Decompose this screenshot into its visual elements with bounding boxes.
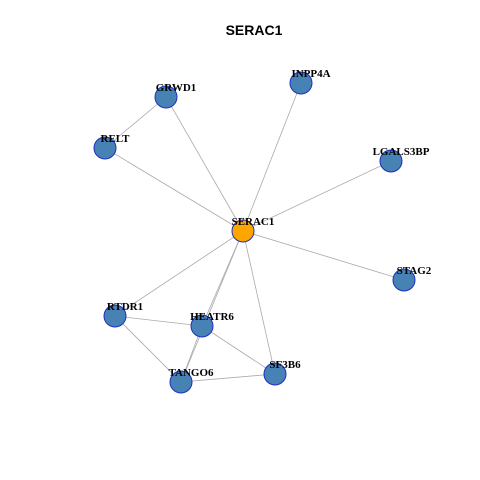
node-circle-serac1 — [231, 219, 255, 243]
node-circle-stag2 — [392, 268, 416, 292]
edge-rtdr1-heatr6 — [114, 315, 203, 327]
edge-serac1-relt — [104, 147, 244, 232]
edge-layer — [104, 82, 405, 383]
node-layer: SERAC1 GRWD1 INPP4A RELT LGALS3BP STAG2RTDR1H… — [93, 68, 432, 394]
node-lgals3bp: LGALS3BP — [373, 146, 430, 173]
node-circle-sf3b6 — [263, 362, 287, 386]
node-rtdr1: RTDR1 — [103, 301, 143, 328]
node-label-serac1: SERAC1 — [232, 216, 275, 228]
node-label-sf3b6: SF3B6 — [269, 359, 301, 371]
node-label-tango6: TANGO6 — [168, 367, 214, 379]
edge-heatr6-sf3b6 — [201, 325, 276, 375]
node-sf3b6: SF3B6 — [263, 359, 301, 386]
node-label-relt: RELT — [101, 133, 131, 145]
edge-serac1-lgals3bp — [242, 160, 392, 232]
node-inpp4a: INPP4A — [289, 68, 331, 95]
node-label-grwd1: GRWD1 — [156, 82, 197, 94]
node-circle-inpp4a — [289, 71, 313, 95]
edge-serac1-grwd1 — [165, 96, 244, 232]
edge-serac1-inpp4a — [242, 82, 302, 232]
node-circle-grwd1 — [154, 85, 178, 109]
node-circle-relt — [93, 136, 117, 160]
node-serac1: SERAC1 — [231, 216, 275, 243]
node-stag2: STAG2 — [392, 265, 432, 292]
edge-tango6-sf3b6 — [180, 373, 276, 383]
node-circle-tango6 — [169, 370, 193, 394]
edge-serac1-rtdr1 — [114, 230, 244, 317]
node-label-inpp4a: INPP4A — [291, 68, 330, 80]
node-circle-lgals3bp — [379, 149, 403, 173]
node-grwd1: GRWD1 — [154, 82, 197, 109]
node-relt: RELT — [93, 133, 131, 160]
graph-title: SERAC1 — [226, 22, 283, 38]
node-heatr6: HEATR6 — [190, 311, 234, 338]
node-label-lgals3bp: LGALS3BP — [373, 146, 430, 158]
node-label-heatr6: HEATR6 — [190, 311, 234, 323]
edge-serac1-tango6 — [180, 230, 244, 383]
node-label-stag2: STAG2 — [397, 265, 432, 277]
edge-serac1-stag2 — [242, 230, 405, 281]
edge-grwd1-relt — [104, 96, 167, 149]
node-circle-rtdr1 — [103, 304, 127, 328]
node-label-rtdr1: RTDR1 — [107, 301, 143, 313]
edge-serac1-sf3b6 — [242, 230, 276, 375]
node-tango6: TANGO6 — [168, 367, 214, 394]
edge-rtdr1-tango6 — [114, 315, 182, 383]
node-circle-heatr6 — [190, 314, 214, 338]
